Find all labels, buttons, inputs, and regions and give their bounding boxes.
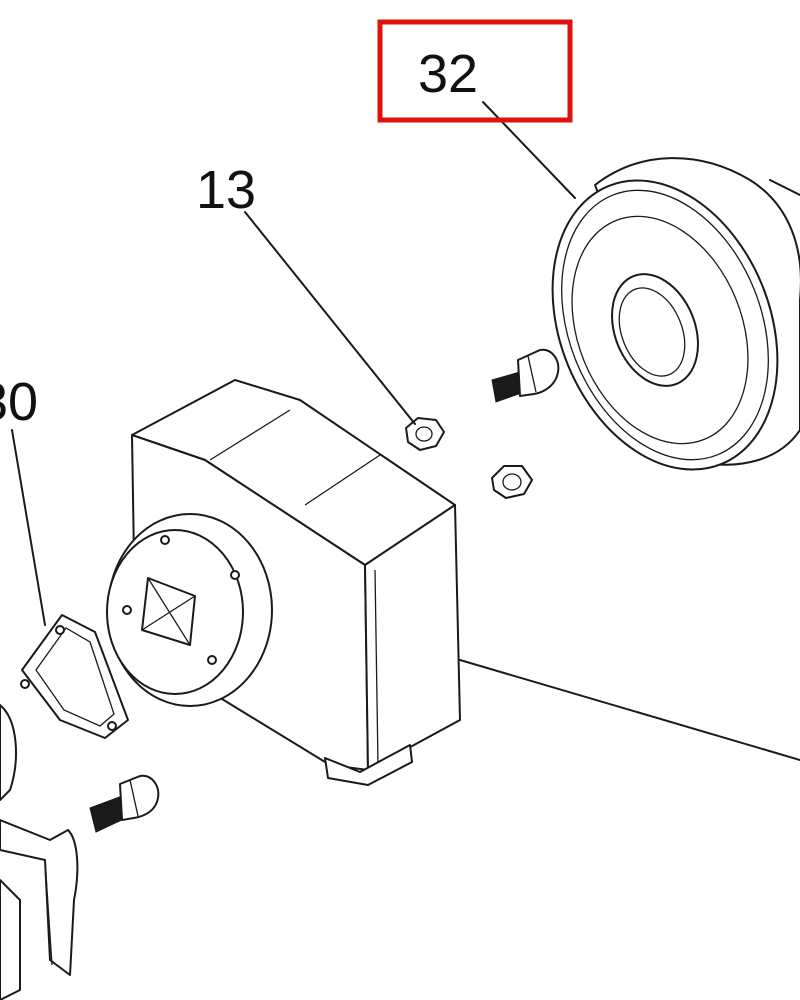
housing-flange <box>106 513 273 707</box>
callout-13: 13 <box>196 160 256 220</box>
highlight-box <box>377 19 573 123</box>
nut-lower <box>491 465 533 499</box>
housing-top-edge <box>769 179 800 196</box>
nut-part-13 <box>405 417 445 451</box>
pulley-wheel-part-32 <box>551 157 800 471</box>
callout-32: 32 <box>418 44 478 104</box>
housing-base-edge <box>459 659 800 761</box>
bracket-fragment <box>0 704 79 1000</box>
leader-line-30 <box>11 429 46 626</box>
gasket-part-30 <box>20 614 129 739</box>
callout-30: 30 <box>0 372 38 432</box>
bolt-upper <box>491 348 560 403</box>
leader-line-32 <box>482 101 576 199</box>
leader-line-13 <box>244 211 416 425</box>
bolt-lower <box>89 774 160 833</box>
